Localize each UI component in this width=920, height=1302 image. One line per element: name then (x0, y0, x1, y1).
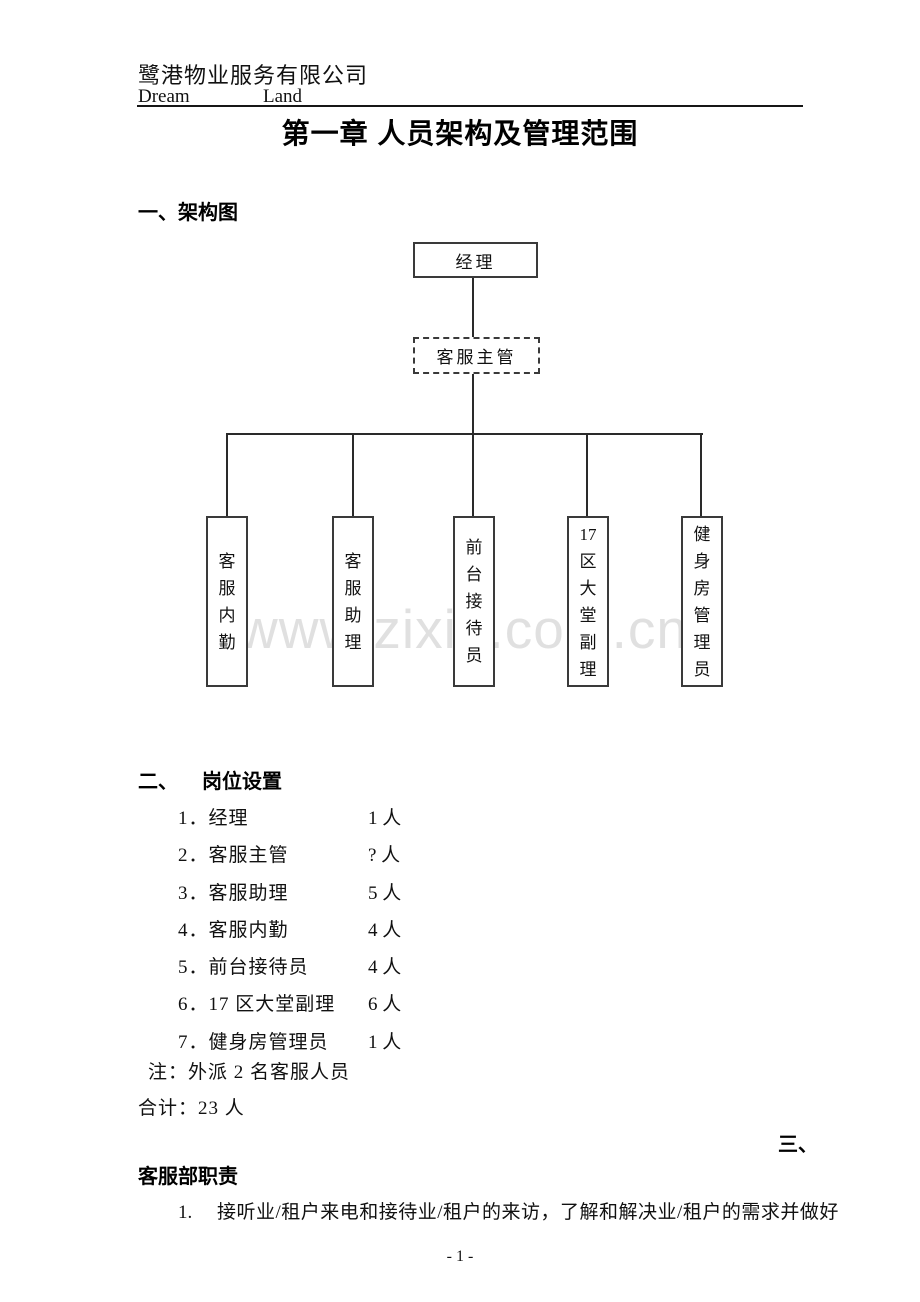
position-label: 1．经理 (178, 808, 249, 829)
position-count: 5 人 (368, 882, 402, 904)
position-count: 6 人 (368, 994, 402, 1016)
org-leaf-box: 前台接待员 (453, 516, 495, 687)
duty-list: 1. 接听业/租户来电和接待业/租户的来访，了解和解决业/租户的需求并做好 (178, 1198, 838, 1228)
org-leaf-box: 健身房管理员 (681, 516, 723, 687)
position-label: 2．客服主管 (178, 845, 289, 867)
total-line: 合计：23 人 (138, 1098, 245, 1119)
position-label: 3．客服助理 (178, 882, 289, 904)
org-leaf-label: 客服内勤 (218, 551, 236, 652)
position-item: 7．健身房管理员 1 人 (178, 1027, 578, 1064)
section-three-heading: 客服部职责 (138, 1166, 238, 1188)
position-item: 1．经理 1 人 (178, 803, 578, 840)
section-three-number: 三、 (778, 1134, 818, 1156)
position-count: 1 人 (368, 1031, 402, 1053)
position-label: 7．健身房管理员 (178, 1031, 329, 1053)
org-leaf-label: 前台接待员 (465, 538, 483, 665)
org-leaf-box: 客服内勤 (206, 516, 248, 687)
header-divider (137, 105, 803, 107)
connector-line (226, 433, 228, 517)
connector-line (472, 433, 474, 517)
connector-line (586, 433, 588, 517)
company-name: 鹭港物业服务有限公司 (138, 63, 369, 88)
position-count: 4 人 (368, 919, 402, 941)
position-item: 2．客服主管 ? 人 (178, 840, 578, 877)
org-leaf-label: 健身房管理员 (693, 524, 711, 679)
section-one-heading: 一、架构图 (138, 202, 238, 224)
connector-line (700, 433, 702, 517)
duty-number: 1. (178, 1202, 193, 1223)
org-leaf-box: 客服助理 (332, 516, 374, 687)
page-title: 第一章 人员架构及管理范围 (281, 118, 639, 149)
org-node-supervisor: 客服主管 (413, 337, 540, 374)
connector-line (352, 433, 354, 517)
position-label: 6．17 区大堂副理 (178, 994, 336, 1016)
duty-item: 1. 接听业/租户来电和接待业/租户的来访，了解和解决业/租户的需求并做好 (178, 1198, 838, 1228)
org-node-manager: 经理 (413, 242, 538, 278)
connector-line (472, 278, 474, 338)
position-count: 1 人 (368, 808, 402, 829)
position-item: 3．客服助理 5 人 (178, 878, 578, 915)
position-count: ? 人 (368, 845, 401, 867)
connector-line (226, 433, 703, 435)
note-line: 注：外派 2 名客服人员 (148, 1062, 351, 1083)
duty-text: 接听业/租户来电和接待业/租户的来访，了解和解决业/租户的需求并做好 (217, 1202, 839, 1223)
company-subtitle-right: Land (263, 86, 303, 107)
connector-line (472, 374, 474, 434)
page-number: - 1 - (446, 1248, 474, 1265)
section-two-heading: 岗位设置 (202, 771, 282, 793)
position-item: 5．前台接待员 4 人 (178, 952, 578, 989)
org-leaf-label: 客服助理 (344, 551, 362, 652)
position-label: 4．客服内勤 (178, 919, 289, 941)
section-two-number: 二、 (138, 771, 178, 793)
company-subtitle-left: Dream (138, 86, 190, 107)
position-item: 6．17 区大堂副理 6 人 (178, 989, 578, 1026)
position-item: 4．客服内勤 4 人 (178, 915, 578, 952)
position-label: 5．前台接待员 (178, 957, 309, 979)
position-count: 4 人 (368, 957, 402, 979)
